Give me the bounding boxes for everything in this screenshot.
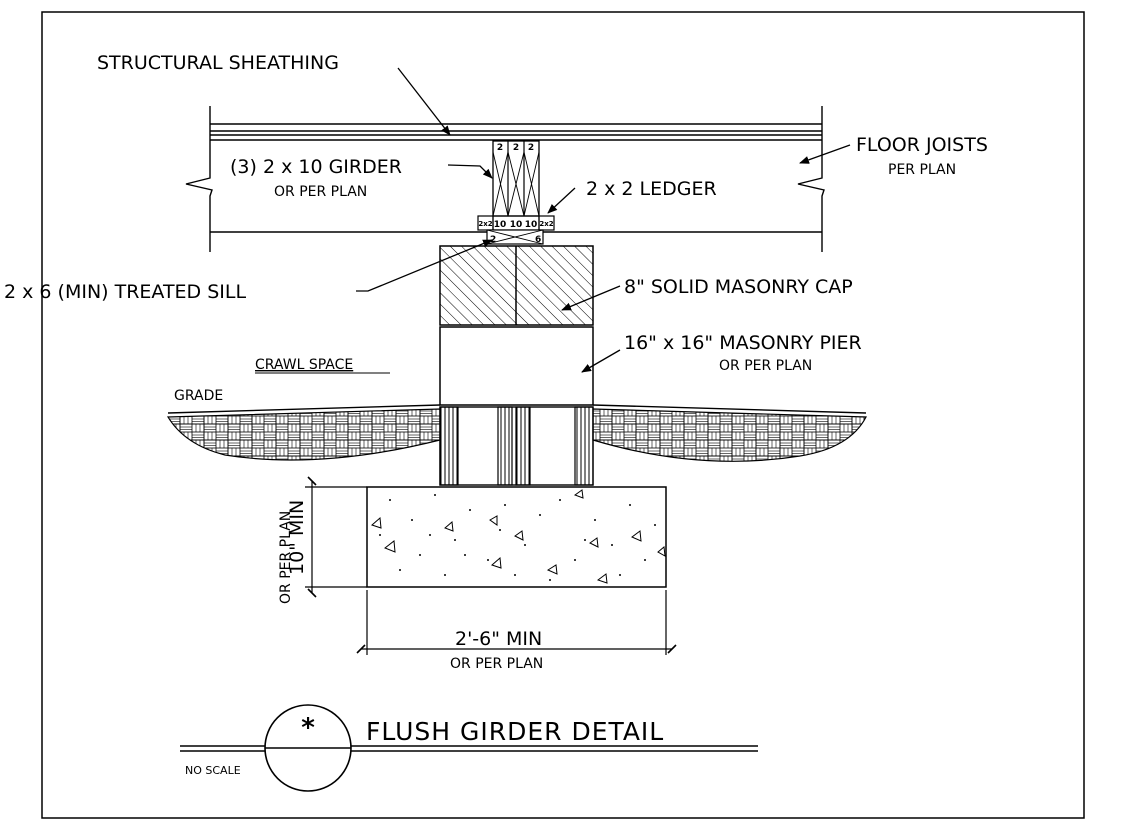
girder-ply-bottom-1: 10 <box>494 220 507 230</box>
girder-ply-bottom-3: 10 <box>525 220 538 230</box>
masonry-pier <box>439 326 594 406</box>
detail-title: FLUSH GIRDER DETAIL <box>366 717 664 746</box>
footing-height-sublabel: OR PER PLAN <box>278 511 294 604</box>
pier-sublabel: OR PER PLAN <box>719 358 812 374</box>
girder-ply-label-1: 2 <box>497 143 503 153</box>
ledger-leader <box>547 187 576 214</box>
joist-leader <box>799 144 851 164</box>
footing-width-label: 2'-6" MIN <box>455 628 542 650</box>
pier-leader <box>581 349 621 373</box>
footing-width-sublabel: OR PER PLAN <box>450 656 543 672</box>
treated-sill: 2 6 <box>486 229 544 245</box>
masonry-cap <box>439 245 594 326</box>
detail-symbol: * <box>301 713 315 743</box>
ledger-left-mark: 2x2 <box>478 220 492 228</box>
pier-label: 16" x 16" MASONRY PIER <box>624 332 862 354</box>
girder-ply-bottom-2: 10 <box>510 220 523 230</box>
crawl-space-label: CRAWL SPACE <box>255 357 353 373</box>
sill-leader <box>356 239 493 292</box>
sill-mark-right: 6 <box>535 235 541 245</box>
girder-leader <box>447 164 493 179</box>
scale-note: NO SCALE <box>185 764 241 777</box>
ledger-label: 2 x 2 LEDGER <box>586 178 717 200</box>
sill-label: 2 x 6 (MIN) TREATED SILL <box>4 281 246 303</box>
floor-joists-label: FLOOR JOISTS <box>856 134 988 156</box>
girder-label: (3) 2 x 10 GIRDER <box>230 156 402 178</box>
footing-height-dimension <box>305 476 367 598</box>
structural-sheathing-label: STRUCTURAL SHEATHING <box>97 52 339 74</box>
leader-lines <box>356 67 851 373</box>
masonry-cap-label: 8" SOLID MASONRY CAP <box>624 276 853 298</box>
drawing-border <box>41 11 1085 819</box>
floor-joists-sublabel: PER PLAN <box>888 162 956 178</box>
girder: 2 2 2 10 10 10 <box>492 140 540 230</box>
girder-sublabel: OR PER PLAN <box>274 184 367 200</box>
sheathing-leader <box>397 67 451 136</box>
grade-earth <box>166 404 867 462</box>
title-block: * FLUSH GIRDER DETAIL NO SCALE <box>180 704 758 792</box>
grade-label: GRADE <box>174 388 223 404</box>
cap-leader <box>561 285 621 311</box>
concrete-footing <box>366 486 667 588</box>
sill-mark-left: 2 <box>490 235 496 245</box>
girder-ply-label-3: 2 <box>528 143 534 153</box>
ledger-right-mark: 2x2 <box>539 220 553 228</box>
girder-ply-label-2: 2 <box>513 143 519 153</box>
pier-below-grade <box>439 406 594 486</box>
footing-height-label: 10" MIN <box>286 500 308 575</box>
